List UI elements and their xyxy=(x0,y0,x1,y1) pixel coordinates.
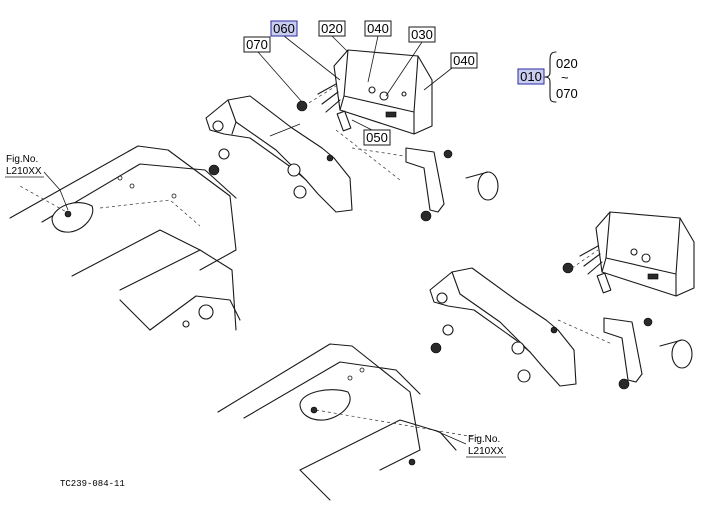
callout-040-top[interactable]: 040 xyxy=(364,20,392,37)
callout-070[interactable]: 070 xyxy=(243,36,271,53)
left-mounting-bracket xyxy=(205,95,353,213)
fig-ref-right[interactable]: Fig.No. L210XX xyxy=(466,434,506,458)
drawing-code: TC239-084-11 xyxy=(60,479,125,489)
assembly-range-brace: 020 ~ 070 xyxy=(544,51,578,103)
callout-040-right[interactable]: 040 xyxy=(450,52,478,69)
callout-060[interactable]: 060 xyxy=(270,20,298,37)
left-fender-body xyxy=(9,145,241,331)
callout-050[interactable]: 050 xyxy=(363,129,391,146)
right-mounting-bracket xyxy=(429,267,577,387)
right-tail-lamp xyxy=(557,211,695,345)
svg-text:010: 010 xyxy=(520,69,542,84)
fig-ref-right-title: Fig.No. xyxy=(468,434,500,445)
right-reflector-bracket xyxy=(603,317,693,390)
svg-text:020: 020 xyxy=(321,21,343,36)
range-tilde: ~ xyxy=(561,70,569,85)
svg-text:030: 030 xyxy=(411,27,433,42)
left-reflector-bracket xyxy=(351,147,499,222)
callout-020[interactable]: 020 xyxy=(318,20,346,37)
fig-ref-right-code[interactable]: L210XX xyxy=(468,446,504,457)
fig-ref-left-title: Fig.No. xyxy=(6,154,38,165)
fig-ref-left[interactable]: Fig.No. L210XX xyxy=(5,154,44,178)
svg-text:070: 070 xyxy=(246,37,268,52)
svg-text:050: 050 xyxy=(366,130,388,145)
callout-030[interactable]: 030 xyxy=(408,26,436,43)
svg-text:040: 040 xyxy=(453,53,475,68)
range-end: 070 xyxy=(556,86,578,101)
svg-text:060: 060 xyxy=(273,21,295,36)
right-fender-body xyxy=(217,343,481,501)
svg-text:040: 040 xyxy=(367,21,389,36)
range-start: 020 xyxy=(556,56,578,71)
leader-lines xyxy=(43,35,467,445)
assembly-callout-010[interactable]: 010 xyxy=(517,68,545,85)
fig-ref-left-code[interactable]: L210XX xyxy=(6,166,42,177)
left-tail-lamp xyxy=(296,49,433,181)
